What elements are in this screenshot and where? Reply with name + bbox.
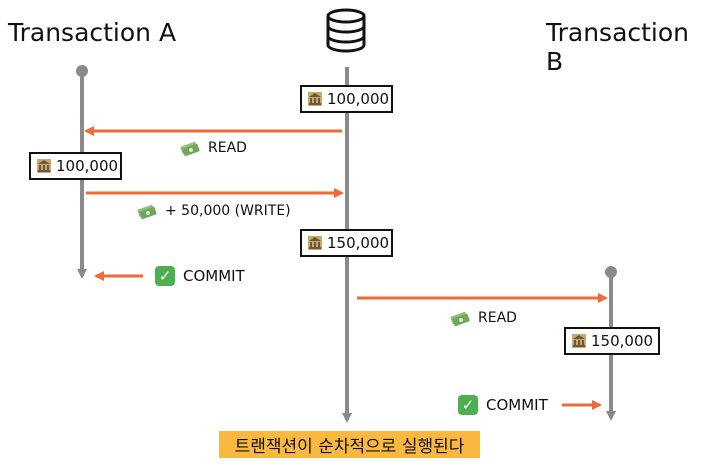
database-icon [326,8,366,53]
title-transaction-a: Transaction A [8,18,177,47]
operation-label: READ [208,140,247,156]
title-transaction-b: Transaction B [546,18,690,76]
check-icon: ✓ [155,266,175,286]
balance-value: 100,000 [56,157,119,175]
operation-read-a: READ [180,140,247,157]
balance-value: 150,000 [591,332,654,350]
balance-value: 100,000 [327,90,390,108]
commit-transaction-b: ✓ COMMIT [458,395,548,415]
operation-write-a: + 50,000 (WRITE) [137,203,291,220]
operation-read-b: READ [450,310,517,327]
commit-label: COMMIT [486,396,548,414]
commit-label: COMMIT [183,267,245,285]
check-icon: ✓ [458,395,478,415]
commit-transaction-a: ✓ COMMIT [155,266,245,286]
money-icon [137,203,157,220]
bank-icon [308,92,322,106]
balance-value: 150,000 [327,234,390,252]
operation-label: READ [478,310,517,326]
bank-icon [308,236,322,250]
bank-icon [37,159,51,173]
balance-box-a-read: 100,000 [29,152,122,180]
caption: 트랜잭션이 순차적으로 실행된다 [219,431,480,458]
money-icon [450,310,470,327]
operation-label: + 50,000 (WRITE) [165,203,291,219]
balance-box-db-initial: 100,000 [300,85,393,113]
balance-box-b-read: 150,000 [564,327,660,355]
bank-icon [572,334,586,348]
balance-box-db-updated: 150,000 [300,229,393,257]
money-icon [180,140,200,157]
